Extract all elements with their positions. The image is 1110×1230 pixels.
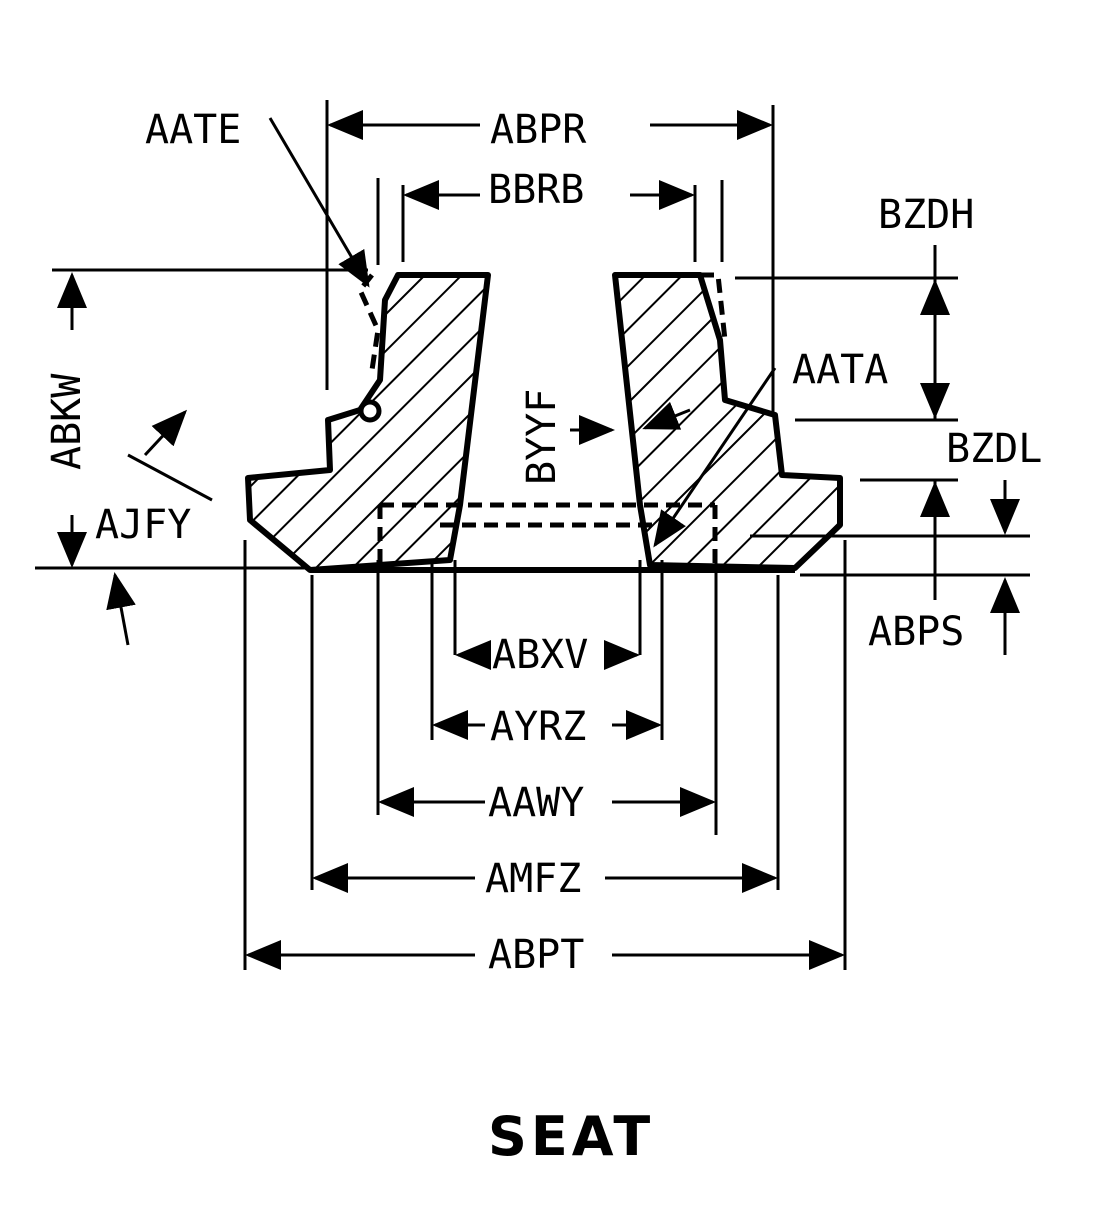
hidden-bore-lines	[377, 502, 718, 565]
label-abxv: ABXV	[492, 632, 588, 678]
label-bbrb: BBRB	[488, 167, 584, 213]
diagram-title: SEAT	[488, 1105, 654, 1168]
label-abkw: ABKW	[44, 373, 90, 470]
label-abpr: ABPR	[490, 107, 587, 153]
seat-pin-hole	[358, 399, 382, 423]
label-bzdh: BZDH	[878, 192, 974, 238]
dimension-lines	[35, 100, 1030, 970]
label-aawy: AAWY	[488, 780, 584, 826]
label-ajfy: AJFY	[95, 502, 191, 548]
seat-body	[245, 272, 843, 573]
seat-right-section	[612, 272, 843, 571]
hidden-outline-left	[357, 273, 381, 371]
label-ayrz: AYRZ	[490, 704, 586, 750]
label-abpt: ABPT	[488, 932, 584, 978]
label-bzdl: BZDL	[946, 426, 1042, 472]
hidden-outline-right	[700, 272, 728, 341]
label-amfz: AMFZ	[485, 856, 581, 902]
label-abps: ABPS	[868, 609, 964, 655]
label-aata: AATA	[792, 347, 888, 393]
label-aate: AATE	[145, 107, 241, 153]
label-byyf: BYYF	[519, 389, 565, 485]
